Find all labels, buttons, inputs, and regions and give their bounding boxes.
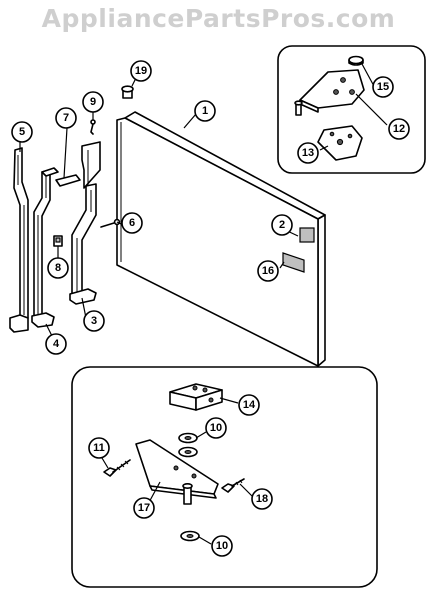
inset-hinge-box — [277, 45, 426, 174]
small-screw — [90, 119, 96, 135]
hinge-cap — [348, 55, 364, 66]
svg-text:5: 5 — [19, 126, 25, 138]
callout-15: 15 — [372, 76, 394, 98]
callout-10-upper: 10 — [205, 417, 227, 439]
svg-text:9: 9 — [90, 96, 96, 108]
callout-14: 14 — [238, 394, 260, 416]
svg-text:12: 12 — [393, 123, 405, 135]
callout-9: 9 — [82, 91, 104, 113]
callout-13: 13 — [297, 142, 319, 164]
lower-hinge — [135, 439, 219, 505]
callout-17: 17 — [133, 497, 155, 519]
svg-text:8: 8 — [55, 262, 61, 274]
svg-text:19: 19 — [135, 65, 147, 77]
svg-text:10: 10 — [210, 422, 222, 434]
left-door-trim — [9, 147, 29, 333]
hinge-screw — [221, 478, 245, 493]
svg-text:3: 3 — [91, 315, 97, 327]
callout-5: 5 — [11, 121, 33, 143]
callout-8: 8 — [47, 257, 69, 279]
callout-4: 4 — [45, 333, 67, 355]
callout-19: 19 — [130, 60, 152, 82]
leader-lines — [19, 63, 388, 545]
svg-text:15: 15 — [377, 81, 389, 93]
svg-text:17: 17 — [138, 502, 150, 514]
svg-text:2: 2 — [279, 219, 285, 231]
long-door-bracket — [69, 183, 97, 305]
callout-16: 16 — [257, 260, 279, 282]
callout-6: 6 — [121, 212, 143, 234]
watermark: AppliancePartsPros.com — [41, 4, 396, 33]
door-label-small — [299, 227, 315, 243]
callout-2: 2 — [271, 214, 293, 236]
hinge-bolt — [103, 459, 131, 477]
svg-text:7: 7 — [63, 112, 69, 124]
callout-1: 1 — [194, 100, 216, 122]
inset-lower-hinge-box — [71, 366, 378, 588]
callout-18: 18 — [251, 488, 273, 510]
upper-trim-bracket — [55, 141, 101, 189]
door-handle-strip — [31, 167, 59, 328]
callout-7: 7 — [55, 107, 77, 129]
svg-text:13: 13 — [302, 147, 314, 159]
lower-washer — [180, 530, 200, 542]
svg-text:16: 16 — [262, 265, 274, 277]
upper-hinge-plate — [294, 69, 365, 116]
svg-text:18: 18 — [256, 493, 268, 505]
door-rating-label — [282, 252, 305, 273]
freezer-door-panel — [116, 111, 326, 367]
lower-hinge-bracket — [169, 383, 223, 411]
svg-text:6: 6 — [129, 217, 135, 229]
svg-text:10: 10 — [216, 540, 228, 552]
spacer-block — [53, 235, 63, 247]
hinge-shim — [317, 125, 363, 161]
svg-text:1: 1 — [202, 105, 208, 117]
callout-11: 11 — [88, 437, 110, 459]
callout-3: 3 — [83, 310, 105, 332]
door-plug — [121, 85, 134, 99]
svg-text:4: 4 — [53, 338, 60, 350]
svg-text:11: 11 — [93, 442, 105, 454]
callout-12: 12 — [388, 118, 410, 140]
svg-text:14: 14 — [243, 399, 256, 411]
washer-pair — [178, 432, 198, 458]
callout-10-lower: 10 — [211, 535, 233, 557]
